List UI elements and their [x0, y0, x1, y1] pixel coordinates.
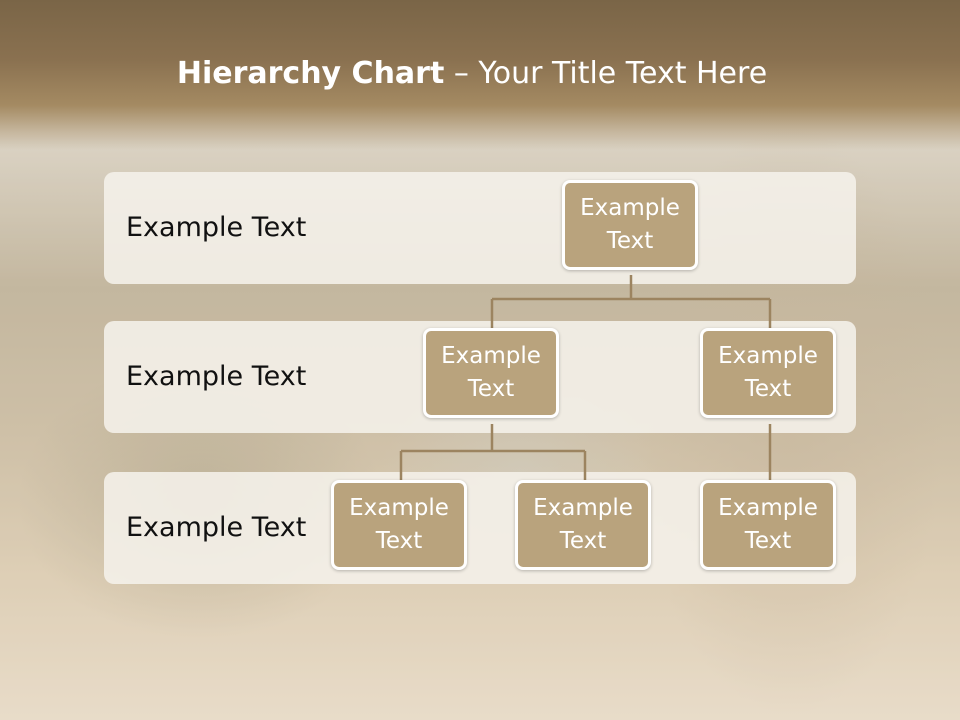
slide-title-rest: – Your Title Text Here: [444, 56, 768, 91]
node-leaf-3-line1: Example: [718, 495, 818, 521]
node-leaf-2-line1: Example: [533, 495, 633, 521]
level-band-1: Example Text: [104, 172, 856, 284]
node-root-line1: Example: [580, 195, 680, 221]
node-child-right-line2: Text: [744, 376, 792, 402]
node-child-left-line2: Text: [467, 376, 515, 402]
node-child-right[interactable]: Example Text: [700, 328, 836, 418]
node-leaf-1-line2: Text: [375, 528, 423, 554]
level-label-2: Example Text: [126, 361, 307, 392]
level-label-3: Example Text: [126, 512, 307, 543]
node-child-left-line1: Example: [441, 343, 541, 369]
level-label-1: Example Text: [126, 212, 307, 243]
slide-title: Hierarchy Chart – Your Title Text Here: [0, 56, 944, 91]
node-leaf-2-line2: Text: [559, 528, 607, 554]
node-leaf-3[interactable]: Example Text: [700, 480, 836, 570]
node-root[interactable]: Example Text: [562, 180, 698, 270]
node-leaf-3-line2: Text: [744, 528, 792, 554]
node-child-left[interactable]: Example Text: [423, 328, 559, 418]
node-leaf-1-line1: Example: [349, 495, 449, 521]
slide-title-bold: Hierarchy Chart: [176, 56, 445, 91]
node-leaf-2[interactable]: Example Text: [515, 480, 651, 570]
node-leaf-1[interactable]: Example Text: [331, 480, 467, 570]
title-bar: [0, 0, 960, 150]
node-root-line2: Text: [606, 228, 654, 254]
node-child-right-line1: Example: [718, 343, 818, 369]
